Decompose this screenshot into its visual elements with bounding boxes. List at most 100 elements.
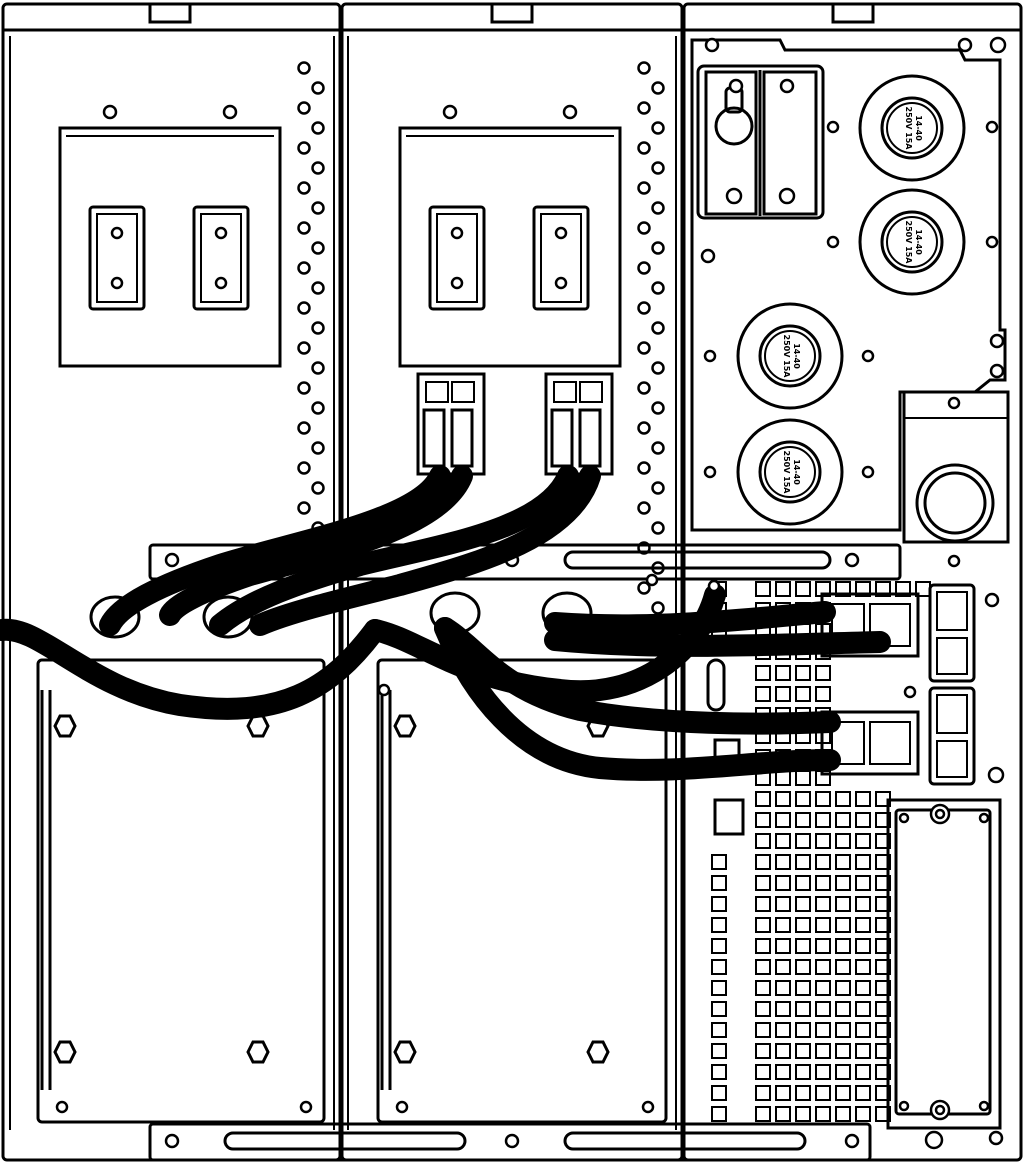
fuse-holder: 14-40250V 15A [858, 74, 966, 182]
ups-plug-connectors [820, 592, 920, 776]
vent-square [815, 938, 831, 954]
vent-square [711, 1064, 727, 1080]
vent-hole [637, 261, 651, 275]
vent-square [755, 959, 771, 975]
vent-square [875, 959, 891, 975]
vent-square [755, 1001, 771, 1017]
vent-square [855, 875, 871, 891]
vent-square [835, 791, 851, 807]
vent-hole [297, 301, 311, 315]
vent-hole [637, 581, 651, 595]
vent-square [711, 1043, 727, 1059]
vent-hole [651, 401, 665, 415]
vent-square [815, 833, 831, 849]
ups-battery-port-1 [928, 583, 976, 683]
vent-square [835, 938, 851, 954]
vent-square [855, 854, 871, 870]
fuse-rating-label: 14-40250V 15A [782, 335, 801, 379]
bottom-rail [148, 1122, 872, 1162]
vent-square [855, 833, 871, 849]
vent-square [815, 959, 831, 975]
vent-square [835, 854, 851, 870]
vent-square [795, 581, 811, 597]
vent-square [815, 791, 831, 807]
vent-square [755, 665, 771, 681]
vent-square [775, 1043, 791, 1059]
vent-hole [297, 101, 311, 115]
vent-square [711, 1085, 727, 1101]
vent-hole [297, 461, 311, 475]
vent-square [815, 1001, 831, 1017]
vent-hole [297, 61, 311, 75]
vent-square [755, 1022, 771, 1038]
vent-hole [311, 201, 325, 215]
vent-square [755, 581, 771, 597]
vent-hole [311, 81, 325, 95]
vent-square [775, 959, 791, 975]
grid-left-slot [706, 658, 745, 836]
vent-square [815, 1064, 831, 1080]
vent-square [775, 980, 791, 996]
vent-square [835, 1064, 851, 1080]
vent-hole [651, 321, 665, 335]
vent-square [755, 1064, 771, 1080]
vent-hole [637, 181, 651, 195]
outlet-plate-2 [398, 104, 622, 368]
vent-square [775, 833, 791, 849]
vent-hole [311, 441, 325, 455]
vent-square [815, 1043, 831, 1059]
vent-square [755, 938, 771, 954]
vent-square [775, 938, 791, 954]
vent-square [855, 1043, 871, 1059]
edge-screws [377, 573, 721, 697]
vent-square [875, 581, 891, 597]
ups-frame [682, 2, 1023, 1162]
vent-square [835, 812, 851, 828]
vent-hole [311, 401, 325, 415]
fuse-rating-label: 14-40250V 15A [782, 451, 801, 495]
vent-hole [637, 381, 651, 395]
vent-square [775, 791, 791, 807]
vent-square [755, 896, 771, 912]
vent-hole [311, 121, 325, 135]
vent-square [795, 1043, 811, 1059]
vent-square [875, 896, 891, 912]
vent-square [711, 938, 727, 954]
vent-square [875, 1085, 891, 1101]
vent-square [795, 875, 811, 891]
vent-square [815, 1106, 831, 1122]
vent-square [855, 1064, 871, 1080]
vent-square [711, 896, 727, 912]
vent-hole [311, 241, 325, 255]
vent-square [835, 581, 851, 597]
vent-square [815, 917, 831, 933]
vent-square [711, 917, 727, 933]
vent-square [795, 770, 811, 786]
vent-square [855, 917, 871, 933]
fuse-rating-label: 14-40250V 15A [904, 107, 923, 151]
ups-battery-port-2 [928, 686, 976, 786]
vent-square [815, 854, 831, 870]
vent-square [711, 959, 727, 975]
vent-square [815, 812, 831, 828]
vent-square [755, 833, 771, 849]
vent-square [755, 854, 771, 870]
outlet-plate-1 [58, 104, 282, 368]
vent-square [795, 686, 811, 702]
vent-square [775, 875, 791, 891]
vent-hole [651, 481, 665, 495]
vent-hole [651, 281, 665, 295]
vent-square [815, 665, 831, 681]
vent-hole [311, 281, 325, 295]
vent-square [875, 875, 891, 891]
vent-square [795, 980, 811, 996]
vent-square [795, 854, 811, 870]
battery-cover-1 [36, 658, 326, 1124]
vent-square [755, 812, 771, 828]
battery-cables [0, 465, 891, 781]
ups-vent-grid [711, 581, 931, 1122]
vent-hole [297, 261, 311, 275]
vent-square [875, 980, 891, 996]
vent-square [755, 875, 771, 891]
